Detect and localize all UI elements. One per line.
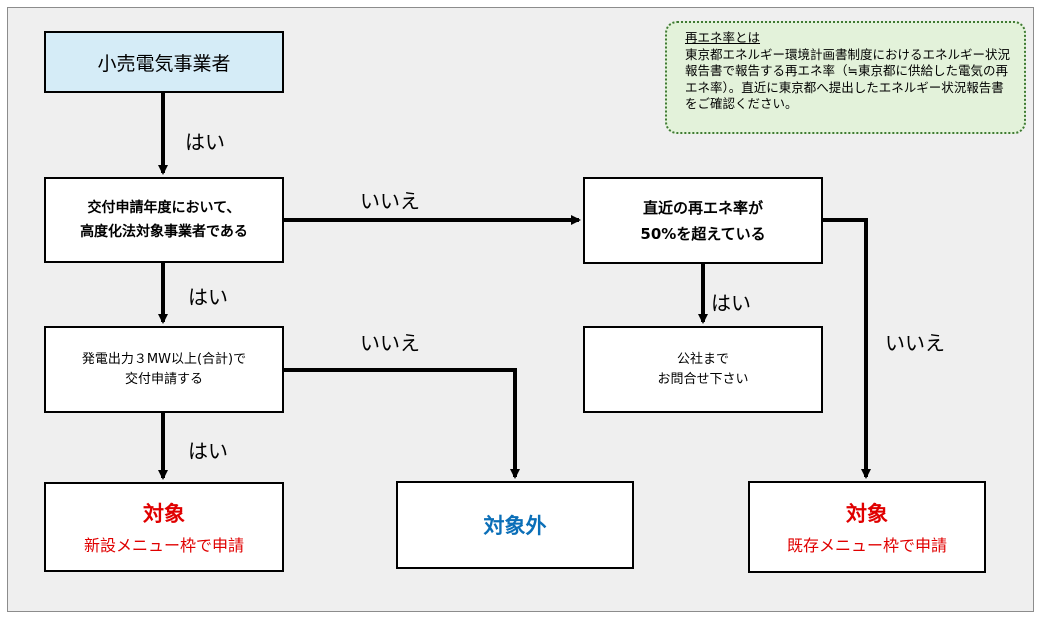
outcome-target-existing: 対象 既存メニュー枠で申請 — [748, 481, 986, 573]
q2-line-1: 発電出力３MW以上(合計)で — [81, 351, 247, 367]
note-title: 再エネ率とは — [685, 30, 761, 45]
q1-line-1: 交付申請年度において、 — [87, 200, 241, 216]
outcome-nontarget: 対象外 — [396, 481, 634, 569]
outcome-nontarget-title: 対象外 — [483, 514, 547, 538]
start-label: 小売電気事業者 — [97, 52, 231, 75]
arrow-q3-to-target-existing — [822, 218, 871, 479]
definition-note: 再エネ率とは 東京都エネルギー環境計画書制度におけるエネルギー状況報告書で報告す… — [665, 21, 1026, 134]
outcome-target-new: 対象 新設メニュー枠で申請 — [44, 482, 284, 572]
edge-label-no-3: いいえ — [885, 331, 945, 355]
edge-label-no-1: いいえ — [360, 189, 420, 213]
outcome-target-existing-title: 対象 — [846, 502, 888, 526]
contact-line-1: 公社まで — [676, 351, 729, 367]
outcome-target-existing-sub: 既存メニュー枠で申請 — [786, 536, 947, 555]
contact-node: 公社まで お問合せ下さい — [583, 326, 823, 413]
edge-label-yes-2: はい — [188, 285, 228, 309]
edge-label-no-2: いいえ — [360, 331, 420, 355]
edge-label-yes-1: はい — [185, 130, 225, 154]
q1-line-2: 高度化法対象事業者である — [80, 224, 248, 240]
q3-line-2: 50%を超えている — [640, 224, 766, 243]
edge-label-yes-4: はい — [711, 291, 751, 315]
q2-line-2: 交付申請する — [124, 371, 203, 387]
q3-line-1: 直近の再エネ率が — [642, 198, 763, 217]
outcome-target-new-sub: 新設メニュー枠で申請 — [83, 536, 244, 555]
question-node-q2: 発電出力３MW以上(合計)で 交付申請する — [44, 326, 284, 413]
outcome-target-new-title: 対象 — [143, 502, 185, 526]
note-body: 東京都エネルギー環境計画書制度におけるエネルギー状況報告書で報告する再エネ率（≒… — [685, 46, 1011, 112]
arrow-q2-to-nontarget — [283, 368, 520, 479]
question-node-q1: 交付申請年度において、 高度化法対象事業者である — [44, 177, 284, 263]
question-node-q3: 直近の再エネ率が 50%を超えている — [583, 177, 823, 264]
start-node: 小売電気事業者 — [44, 31, 284, 93]
edge-label-yes-3: はい — [188, 439, 228, 463]
contact-line-2: お問合せ下さい — [657, 371, 749, 387]
